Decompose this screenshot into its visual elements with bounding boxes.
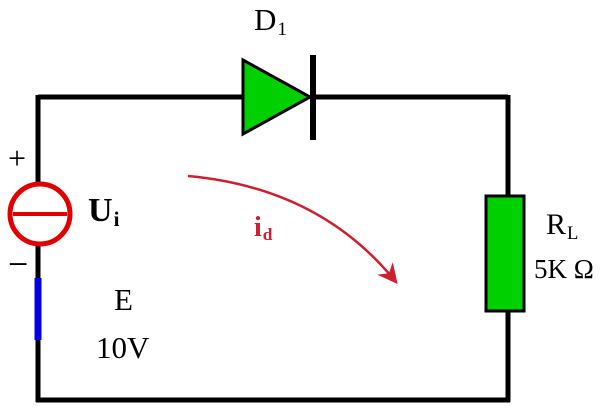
source-name-label: E (114, 282, 133, 317)
resistor-label-sub: L (567, 222, 579, 244)
diode-triangle (241, 57, 314, 137)
diode-label-sub: 1 (277, 18, 287, 40)
diode-label-main: D (254, 2, 277, 37)
current-arrow (187, 174, 398, 284)
resistor-label-main: R (546, 208, 567, 241)
source-value-label: 10V (96, 330, 150, 365)
current-label-sub: d (262, 225, 273, 245)
current-label-main: i (254, 212, 262, 243)
current-label: id (254, 214, 272, 244)
input-voltage-label: Ui (88, 194, 119, 230)
input-voltage-label-main: U (88, 192, 113, 229)
resistor-label: RL (546, 210, 578, 243)
plus-sign: + (8, 140, 27, 176)
diode-label: D1 (254, 4, 287, 39)
input-voltage-label-sub: i (113, 207, 120, 232)
resistor-value-label: 5K Ω (534, 254, 594, 284)
minus-sign: − (8, 244, 29, 284)
resistor-body (484, 194, 526, 313)
